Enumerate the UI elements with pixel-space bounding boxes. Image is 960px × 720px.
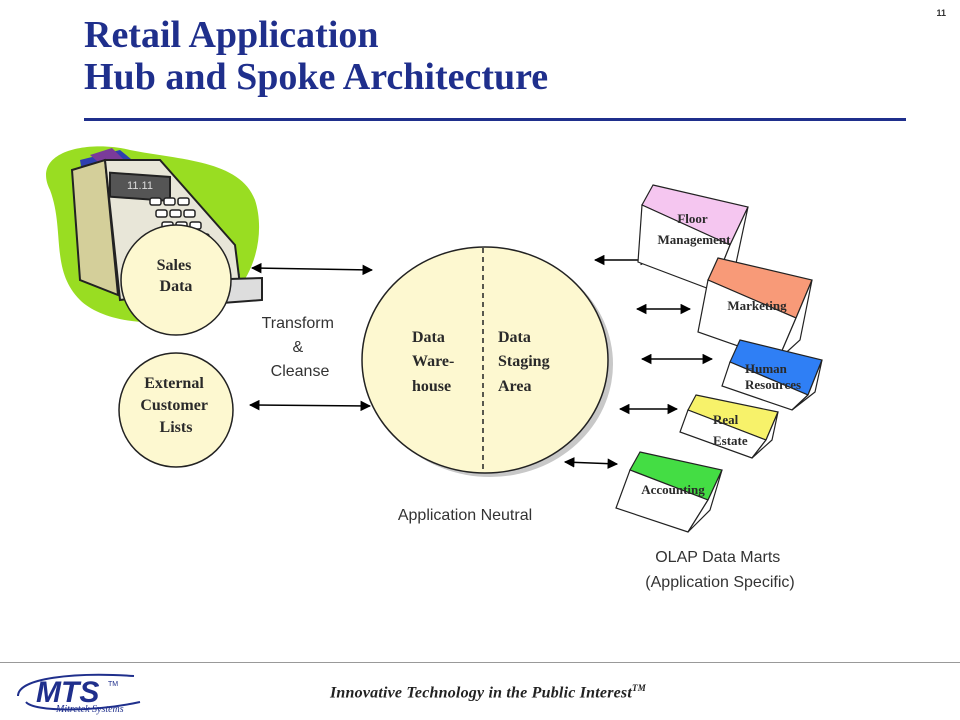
hub-circle: Data Ware- house Data Staging Area (361, 246, 613, 477)
olap-caption: OLAP Data Marts (Application Specific) (645, 549, 794, 591)
tagline-tm: TM (632, 683, 646, 693)
title-rule (84, 118, 906, 121)
architecture-diagram: 11.11 Sales Data External Customer Lists… (46, 146, 823, 591)
title-line-2: Hub and Spoke Architecture (84, 56, 549, 98)
slide-title: Retail Application Hub and Spoke Archite… (84, 14, 548, 98)
application-neutral-caption: Application Neutral (398, 507, 532, 524)
sales-data-source: Sales Data (120, 224, 232, 336)
mart-human-resources: Human Resources (721, 339, 823, 411)
title-line-1: Retail Application (84, 14, 379, 56)
mts-logo: MTS TM Mitretek Systems (17, 673, 141, 715)
arrow-sales-to-hub (250, 262, 374, 276)
logo-tm: TM (108, 681, 118, 688)
external-label-2: Customer (140, 397, 207, 414)
svg-text:Floor Management: Floor Management (658, 211, 732, 247)
external-customer-lists-source: External Customer Lists (118, 352, 234, 468)
footer-rule (0, 662, 960, 663)
mart-real-estate: Real Estate (679, 394, 779, 459)
sales-label-1: Sales (157, 257, 192, 274)
svg-text:Sales Data: Sales Data (157, 257, 196, 295)
svg-text:Marketing: Marketing (727, 298, 787, 313)
arrow-external-to-hub (248, 399, 372, 412)
warehouse-label: Data Ware- house (412, 329, 458, 395)
mart-accounting: Accounting (615, 451, 723, 533)
external-label-1: External (144, 375, 204, 392)
register-display: 11.11 (127, 180, 153, 192)
transform-cleanse-label: Transform & Cleanse (262, 315, 339, 380)
staging-label: Data Staging Area (498, 329, 554, 395)
logo-subtitle: Mitretek Systems (55, 704, 124, 715)
svg-text:Accounting: Accounting (641, 482, 705, 497)
slide-number: 11 (936, 8, 946, 18)
svg-text:Real Estate: Real Estate (713, 412, 748, 448)
footer-tagline: Innovative Technology in the Public Inte… (330, 683, 646, 702)
arrow-hub-accounting (563, 457, 619, 469)
logo-text: MTS (36, 676, 99, 709)
svg-text:Human Resources: Human Resources (745, 361, 801, 392)
external-label-3: Lists (160, 419, 193, 436)
sales-label-2: Data (160, 278, 193, 295)
svg-text:External Customer: External Customer Lists (140, 375, 211, 436)
tagline-text: Innovative Technology in the Public Inte… (330, 684, 632, 702)
